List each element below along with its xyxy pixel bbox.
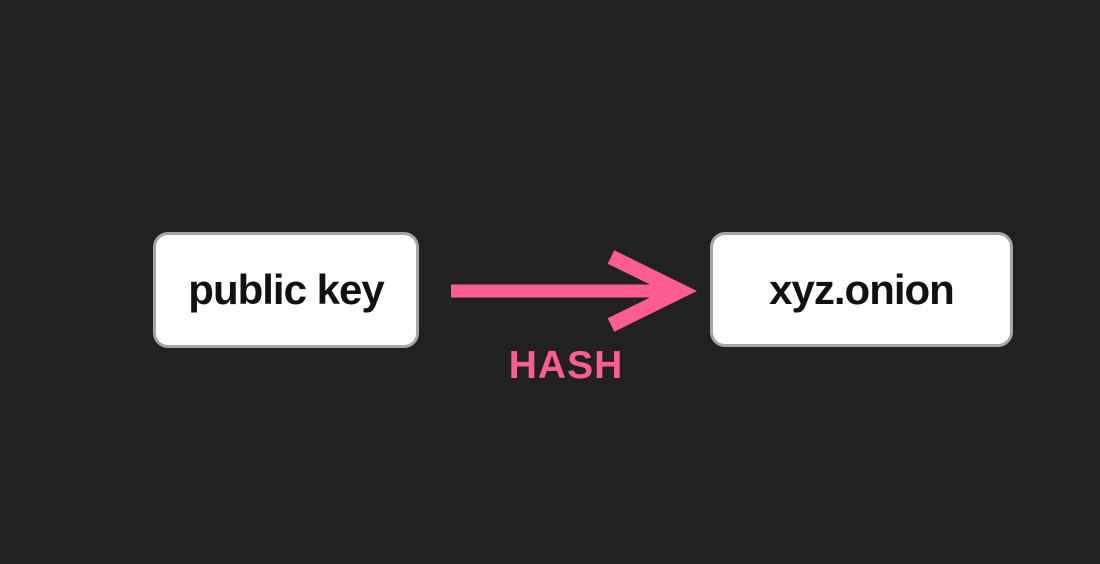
node-public-key-label: public key [188, 266, 384, 313]
node-xyz-onion: xyz.onion [710, 232, 1013, 347]
hash-arrow-icon [451, 250, 697, 332]
hash-label: HASH [508, 344, 624, 387]
node-public-key: public key [153, 232, 419, 348]
arrow-head [607, 250, 697, 332]
node-xyz-onion-label: xyz.onion [769, 265, 955, 313]
